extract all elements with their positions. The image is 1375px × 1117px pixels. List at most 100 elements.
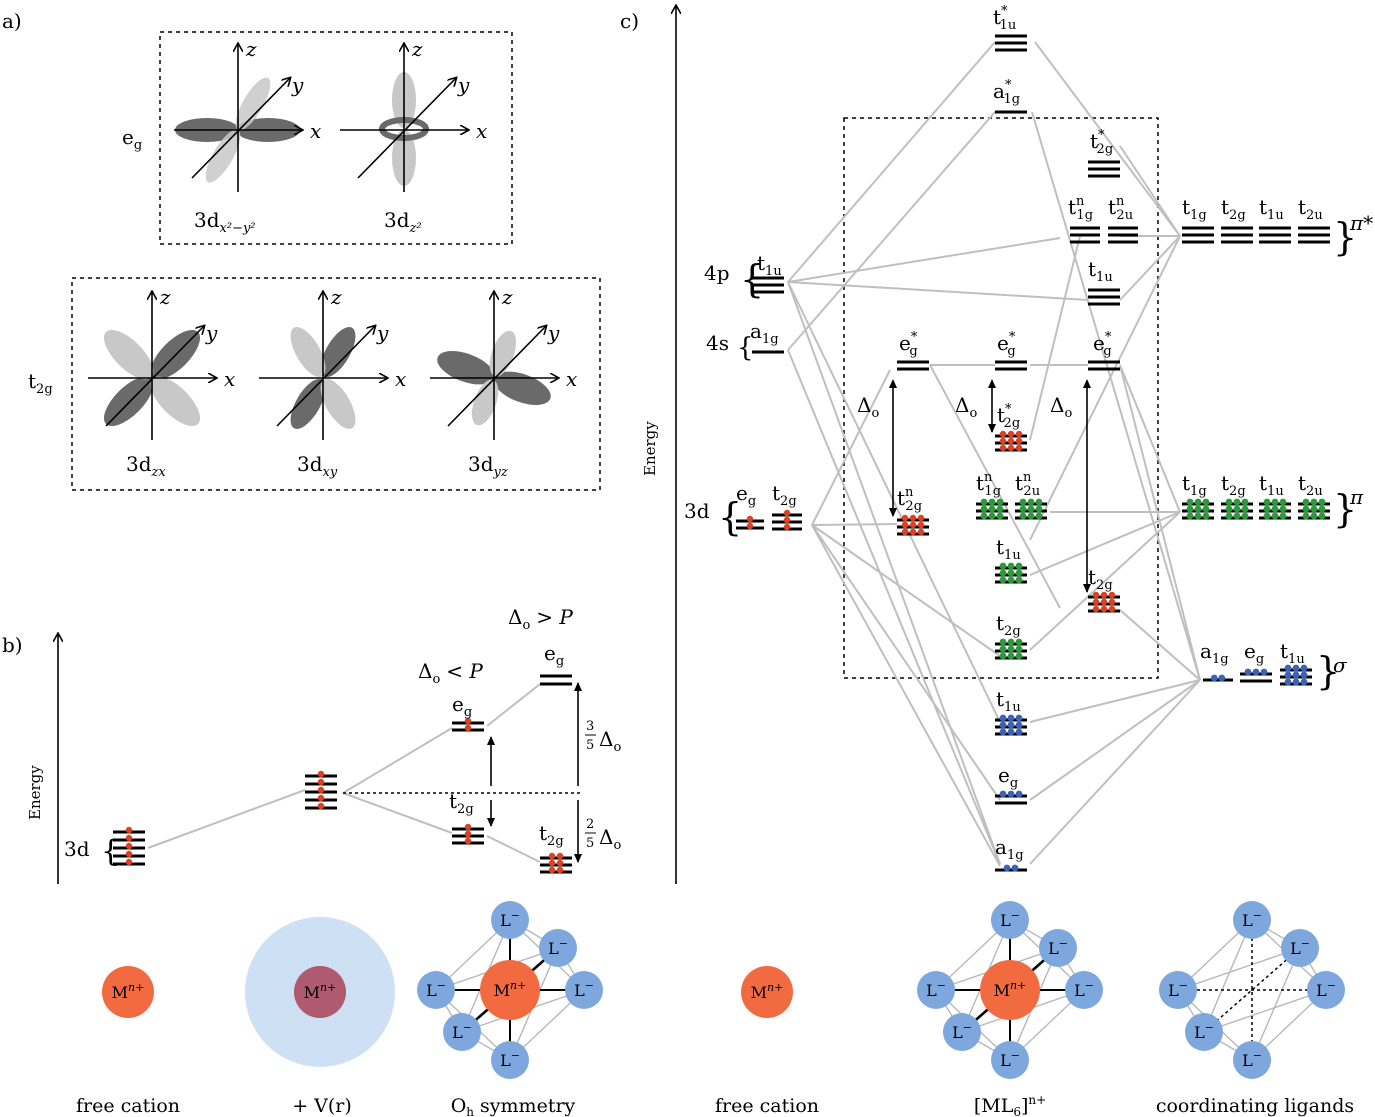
electron — [1027, 498, 1035, 506]
electron — [999, 638, 1007, 646]
octahedral-complex-c: Mn+L−L−L−L−L−L− — [917, 901, 1103, 1079]
electron-set — [1210, 674, 1226, 682]
electron — [909, 521, 917, 529]
term-label: t2g — [996, 611, 1021, 639]
electron — [909, 528, 917, 536]
electron-set — [317, 770, 325, 810]
axis-label-y: y — [376, 321, 389, 345]
svg-text:2: 2 — [586, 817, 594, 832]
axis-label-x: x — [476, 119, 487, 143]
panel-b-label: b) — [2, 633, 23, 657]
axis-label-x: x — [224, 367, 235, 391]
term-label: t1u — [1088, 257, 1113, 285]
electron — [1302, 498, 1310, 506]
electron — [125, 842, 133, 850]
electron — [901, 514, 909, 522]
electron — [1233, 498, 1241, 506]
electron — [317, 786, 325, 794]
electron-set — [1244, 668, 1268, 676]
axis-label-z: z — [501, 285, 513, 309]
term-label: t2g — [1221, 471, 1246, 499]
orbital-level — [995, 360, 1027, 371]
electron — [1019, 498, 1027, 506]
electron — [1186, 505, 1194, 513]
eg-label-strong: eg — [544, 641, 564, 669]
electron — [1279, 498, 1287, 506]
t2g-label-strong: t2g — [539, 821, 564, 849]
electron-set — [1263, 498, 1287, 520]
term-label: eg — [736, 481, 756, 509]
split-label-two-fifths: 2 5 Δo — [585, 817, 621, 853]
orbital-level — [1088, 160, 1120, 178]
electron — [1284, 678, 1292, 686]
orbital-level — [1108, 226, 1138, 244]
axis-label-x: x — [310, 119, 321, 143]
term-label: t*1u — [993, 4, 1016, 33]
electron — [464, 837, 472, 845]
axis-label-y: y — [291, 73, 304, 97]
brace-4p: { — [740, 257, 764, 301]
electron — [1241, 498, 1249, 506]
electron — [1007, 444, 1015, 452]
caption-free-cation-c: free cation — [715, 1095, 819, 1117]
svg-text:Δo: Δo — [599, 825, 621, 853]
electron — [1300, 678, 1308, 686]
electron-set — [1302, 498, 1326, 520]
electron — [999, 728, 1007, 736]
term-label: t2g — [1221, 195, 1246, 223]
electron — [1007, 645, 1015, 653]
electron — [996, 505, 1004, 513]
ligand-sphere — [991, 1041, 1029, 1079]
electron — [1007, 576, 1015, 584]
electron — [317, 770, 325, 778]
electron — [1202, 512, 1210, 520]
electron — [1092, 591, 1100, 599]
orbital-level — [1182, 226, 1214, 244]
term-label: a*1g — [993, 78, 1020, 107]
orbital-level — [1088, 288, 1120, 306]
orbital-label-dzx: 3dzx — [126, 452, 166, 480]
cation-in-field — [294, 966, 346, 1018]
brace-pi-star: } — [1333, 215, 1357, 259]
svg-text:3: 3 — [586, 719, 594, 734]
free-cation-sphere-c — [741, 966, 793, 1018]
electron — [917, 514, 925, 522]
ligand-sphere — [491, 1041, 529, 1079]
term-label: eg — [998, 763, 1018, 791]
electron — [901, 521, 909, 529]
electron — [783, 523, 791, 531]
term-label: t2u — [1298, 195, 1323, 223]
axis-label-y: y — [547, 321, 560, 345]
orbital-level — [1298, 226, 1330, 244]
brace-3d-c: { — [718, 495, 742, 539]
electron — [999, 576, 1007, 584]
electron — [996, 498, 1004, 506]
electron — [1225, 498, 1233, 506]
electron — [1007, 721, 1015, 729]
electron — [917, 521, 925, 529]
electron — [1100, 598, 1108, 606]
electron-set — [999, 638, 1023, 660]
electron — [1015, 721, 1023, 729]
orbital-label-dx2-y2: 3dx²−y² — [194, 208, 256, 236]
metal-center — [480, 960, 540, 1020]
electron — [125, 826, 133, 834]
ligand-sphere — [1039, 929, 1077, 967]
orbital-level — [540, 674, 572, 686]
electron — [1007, 638, 1015, 646]
strong-field-label: Δo> P — [508, 605, 573, 633]
free-ion-3d-label: 3d — [64, 837, 90, 861]
electron — [783, 516, 791, 524]
electron — [1318, 512, 1326, 520]
ligand-pi-star-label: π* — [1349, 211, 1373, 235]
svg-text:5: 5 — [586, 738, 594, 753]
electron-set — [999, 430, 1023, 452]
electron — [1225, 512, 1233, 520]
electron — [999, 652, 1007, 660]
electron — [988, 505, 996, 513]
axis-label-x: x — [395, 367, 406, 391]
electron — [1015, 444, 1023, 452]
